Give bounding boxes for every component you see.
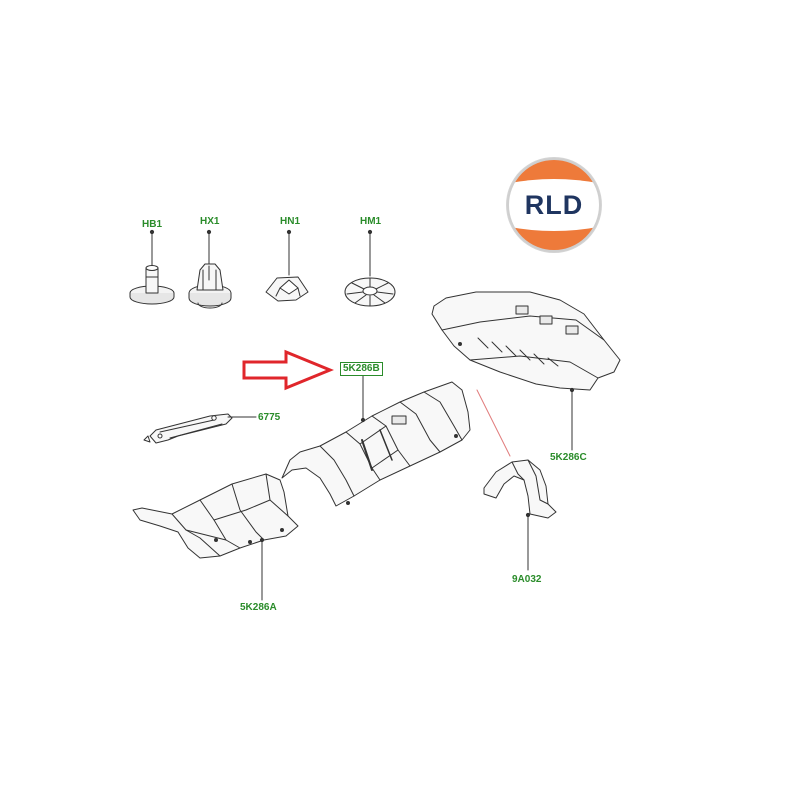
bracket-6775 bbox=[143, 413, 257, 444]
heat-shield-5k286c bbox=[431, 291, 621, 451]
label-5k286b: 5K286B bbox=[340, 362, 383, 376]
label-5k286c: 5K286C bbox=[550, 452, 587, 463]
label-9a032: 9A032 bbox=[512, 574, 542, 585]
reference-line bbox=[476, 389, 511, 457]
highlight-arrow bbox=[242, 349, 334, 391]
label-hx1: HX1 bbox=[200, 216, 220, 227]
logo-text: RLD bbox=[525, 190, 584, 220]
label-hn1: HN1 bbox=[280, 216, 301, 227]
rld-logo: RLD bbox=[506, 157, 602, 253]
hb1-fastener bbox=[129, 229, 175, 305]
heat-shield-5k286a bbox=[132, 473, 299, 601]
label-6775: 6775 bbox=[258, 412, 281, 423]
heat-shield-5k286b bbox=[281, 375, 471, 507]
hm1-push-nut bbox=[344, 229, 396, 307]
hn1-speed-nut bbox=[265, 229, 309, 302]
label-hb1: HB1 bbox=[142, 219, 163, 230]
hx1-clip bbox=[188, 229, 232, 309]
label-hm1: HM1 bbox=[360, 216, 382, 227]
label-5k286a: 5K286A bbox=[240, 602, 277, 613]
strap-9a032 bbox=[483, 459, 557, 571]
